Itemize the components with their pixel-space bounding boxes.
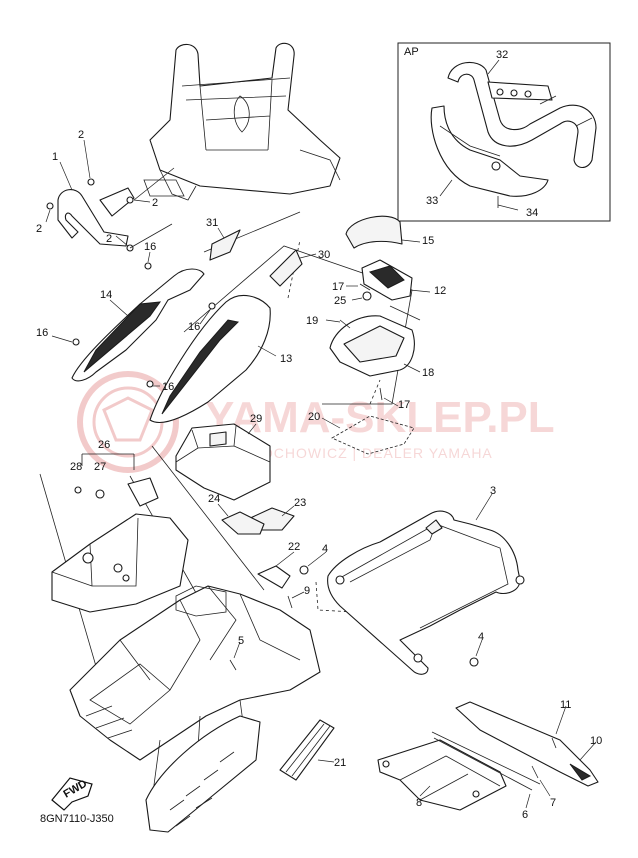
callout-14: 14 [100,289,112,301]
part-15-cap [345,215,403,249]
part-9-screw [287,595,293,609]
part-7-screw [531,765,539,779]
callout-2: 2 [36,223,42,235]
part-8-skid-plate [377,739,507,811]
part-22-clip [257,565,291,589]
callout-26: 26 [98,439,110,451]
callout-11: 11 [560,699,571,711]
part-33-under-guard [430,105,549,197]
callout-29: 29 [250,413,262,425]
callout-9: 9 [304,585,310,597]
part-26-bracket-group [51,453,189,613]
diagram-code: 8GN7110-J350 [40,813,114,825]
part-14-side-cover-left [71,262,205,382]
part-25-nut [362,291,372,301]
callout-33: 33 [426,195,438,207]
part-17-screw-upper [359,283,371,291]
callout-labels: 1 2 2 2 2 3 4 4 5 6 7 8 9 10 11 12 13 14… [36,49,602,821]
callout-16: 16 [36,327,48,339]
callout-17: 17 [398,399,410,411]
callout-31: 31 [206,217,218,229]
part-18-housing [329,315,415,377]
fwd-arrow-icon: FWD [51,777,93,811]
callout-16: 16 [162,381,174,393]
watermark: YAMA-SKLEP.PL MOTOCHOWICZ | DEALER YAMAH… [77,371,555,473]
part-20-pad [331,415,415,455]
callout-19: 19 [306,315,318,327]
part-13-side-cover-right [146,294,271,424]
part-4-bolt-upper [299,565,309,575]
part-31-sticker [209,229,241,261]
part-17-screw-lower [379,387,383,401]
part-27-collar [95,489,105,499]
part-29-box [175,423,271,501]
callout-10: 10 [590,735,602,747]
callout-16: 16 [144,241,156,253]
callout-15: 15 [422,235,434,247]
part-5-screw [229,659,237,671]
callout-20: 20 [308,411,320,423]
callout-7: 7 [550,797,556,809]
callout-28: 28 [70,461,82,473]
part-1-front-bracket [46,178,135,252]
callout-16: 16 [188,321,200,333]
callout-4: 4 [322,543,328,555]
callout-25: 25 [334,295,346,307]
callout-34: 34 [526,207,538,219]
callout-27: 27 [94,461,106,473]
callout-13: 13 [280,353,292,365]
callout-32: 32 [496,49,508,61]
frame-upper [143,42,341,201]
callout-23: 23 [294,497,306,509]
callout-18: 18 [422,367,434,379]
callout-12: 12 [434,285,446,297]
callout-17: 17 [332,281,344,293]
watermark-main-text: YAMA-SKLEP.PL [205,393,555,442]
callout-30: 30 [318,249,330,261]
lower-track [145,715,261,833]
part-19-screw [339,319,351,329]
callout-22: 22 [288,541,300,553]
part-28-screw [74,486,82,494]
part-4-bolt-lower [469,657,479,667]
part-30-sticker [269,249,303,287]
inset-ap: AP [397,42,611,222]
callout-24: 24 [208,493,220,505]
part-24-plate [221,511,265,535]
callout-2: 2 [152,197,158,209]
callout-1: 1 [52,151,58,163]
callout-3: 3 [490,485,496,497]
callout-4: 4 [478,631,484,643]
part-21-strip [279,719,335,781]
callout-8: 8 [416,797,422,809]
part-6-rod [431,731,541,785]
part-11-screw [551,737,557,749]
callout-21: 21 [334,757,346,769]
callout-2: 2 [78,129,84,141]
callout-5: 5 [238,635,244,647]
callout-2: 2 [106,233,112,245]
callout-6: 6 [522,809,528,821]
inset-label: AP [404,46,419,58]
part-32-rear-bar [447,61,597,169]
part-3-rear-frame [327,510,525,675]
watermark-sub-text: MOTOCHOWICZ | DEALER YAMAHA [228,445,493,461]
part-12-bracket [361,259,413,301]
part-10-side-rail [455,701,599,787]
